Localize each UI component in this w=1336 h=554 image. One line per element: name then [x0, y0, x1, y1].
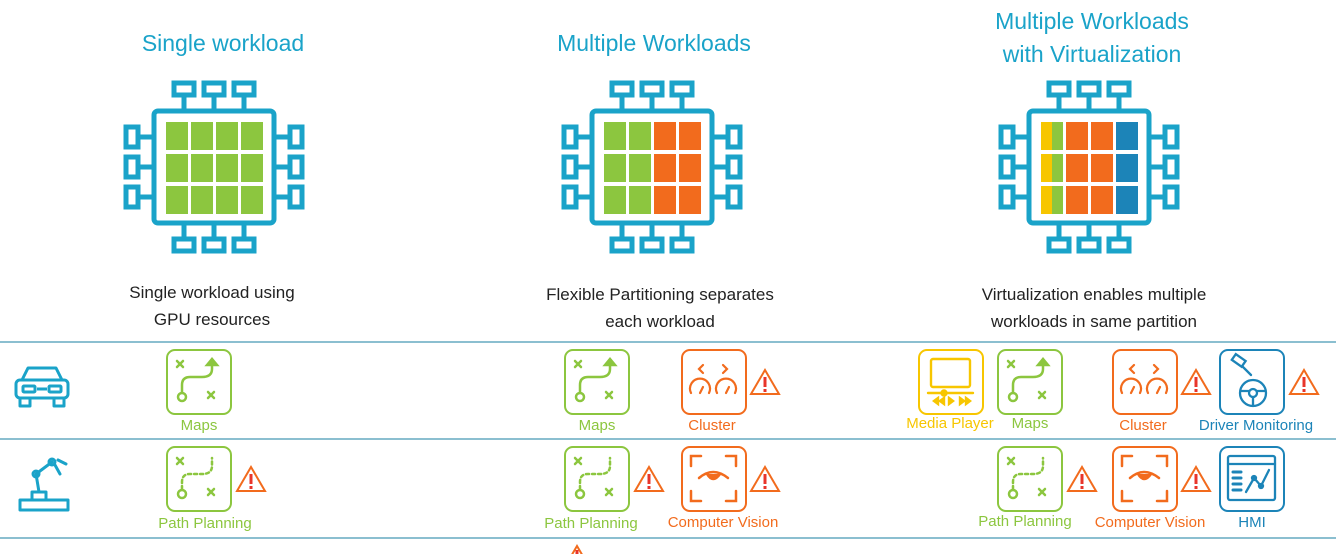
maps-icon-tile — [997, 349, 1063, 415]
car-icon — [14, 366, 70, 408]
label-path-planning: Path Planning — [158, 515, 252, 532]
divider-top — [0, 341, 1336, 343]
gpu-chip-virtualization — [998, 80, 1180, 254]
cluster-icon-tile — [681, 349, 747, 415]
gpu-chip-multiple — [561, 80, 743, 254]
warning-icon — [749, 368, 781, 395]
map-route-icon — [1006, 357, 1051, 403]
label-computer-vision: Computer Vision — [667, 514, 779, 531]
warning-icon — [1180, 465, 1212, 492]
warning-icon — [749, 465, 781, 492]
path-planning-icon-tile — [997, 446, 1063, 512]
steering-camera-icon — [1230, 352, 1268, 408]
map-route-icon — [573, 357, 618, 403]
label-maps: Maps — [1011, 415, 1049, 432]
map-route-icon — [1006, 456, 1047, 500]
column-title-single: Single workload — [141, 30, 305, 56]
gauge-cluster-icon — [1119, 363, 1169, 395]
label-maps: Maps — [578, 417, 616, 434]
core-grid-green — [604, 122, 651, 214]
label-driver-monitoring: Driver Monitoring — [1198, 417, 1314, 434]
core-grid — [166, 122, 263, 214]
label-computer-vision: Computer Vision — [1094, 514, 1206, 531]
cluster-icon-tile — [1112, 349, 1178, 415]
driver-monitoring-icon-tile — [1219, 349, 1285, 415]
divider-bottom — [0, 537, 1336, 539]
path-planning-icon-tile — [166, 446, 232, 512]
clipped-text-fragment: ıııı — [350, 0, 402, 4]
column-title-multiple: Multiple Workloads — [557, 30, 751, 56]
hmi-chart-icon — [1226, 454, 1277, 502]
warning-icon — [1180, 368, 1212, 395]
warning-icon — [633, 465, 665, 492]
divider-middle — [0, 438, 1336, 440]
label-cluster: Cluster — [688, 417, 736, 434]
media-player-icon — [926, 357, 975, 407]
media-player-icon-tile — [918, 349, 984, 415]
path-planning-icon-tile — [564, 446, 630, 512]
computer-vision-icon-tile — [1112, 446, 1178, 512]
maps-icon-tile — [166, 349, 232, 415]
warning-icon — [1288, 368, 1320, 395]
label-path-planning: Path Planning — [978, 513, 1072, 530]
label-cluster: Cluster — [1119, 417, 1167, 434]
label-maps: Maps — [180, 417, 218, 434]
label-path-planning: Path Planning — [544, 515, 638, 532]
gpu-chip-single — [123, 80, 305, 254]
maps-icon-tile — [564, 349, 630, 415]
core-grid-orange — [654, 122, 701, 214]
eye-vision-icon — [1120, 454, 1169, 503]
core-grid-yellow-green — [1041, 122, 1063, 214]
svg-text:ıııı: ıııı — [350, 0, 368, 3]
label-media-player: Media Player — [906, 415, 994, 432]
computer-vision-icon-tile — [681, 446, 747, 512]
label-hmi: HMI — [1238, 514, 1266, 531]
robot-arm-icon — [18, 457, 70, 512]
map-route-icon — [175, 456, 216, 500]
core-grid-blue — [1116, 122, 1138, 214]
warning-icon — [1066, 465, 1098, 492]
column-title-virtualization: Multiple Workloads with Virtualization — [995, 8, 1189, 67]
eye-vision-icon — [689, 454, 738, 503]
gauge-cluster-icon — [688, 363, 738, 395]
warning-icon — [571, 544, 583, 554]
warning-icon — [235, 465, 267, 492]
map-route-icon — [573, 456, 614, 500]
core-grid-orange — [1066, 122, 1113, 214]
map-route-icon — [175, 357, 220, 403]
hmi-icon-tile — [1219, 446, 1285, 512]
